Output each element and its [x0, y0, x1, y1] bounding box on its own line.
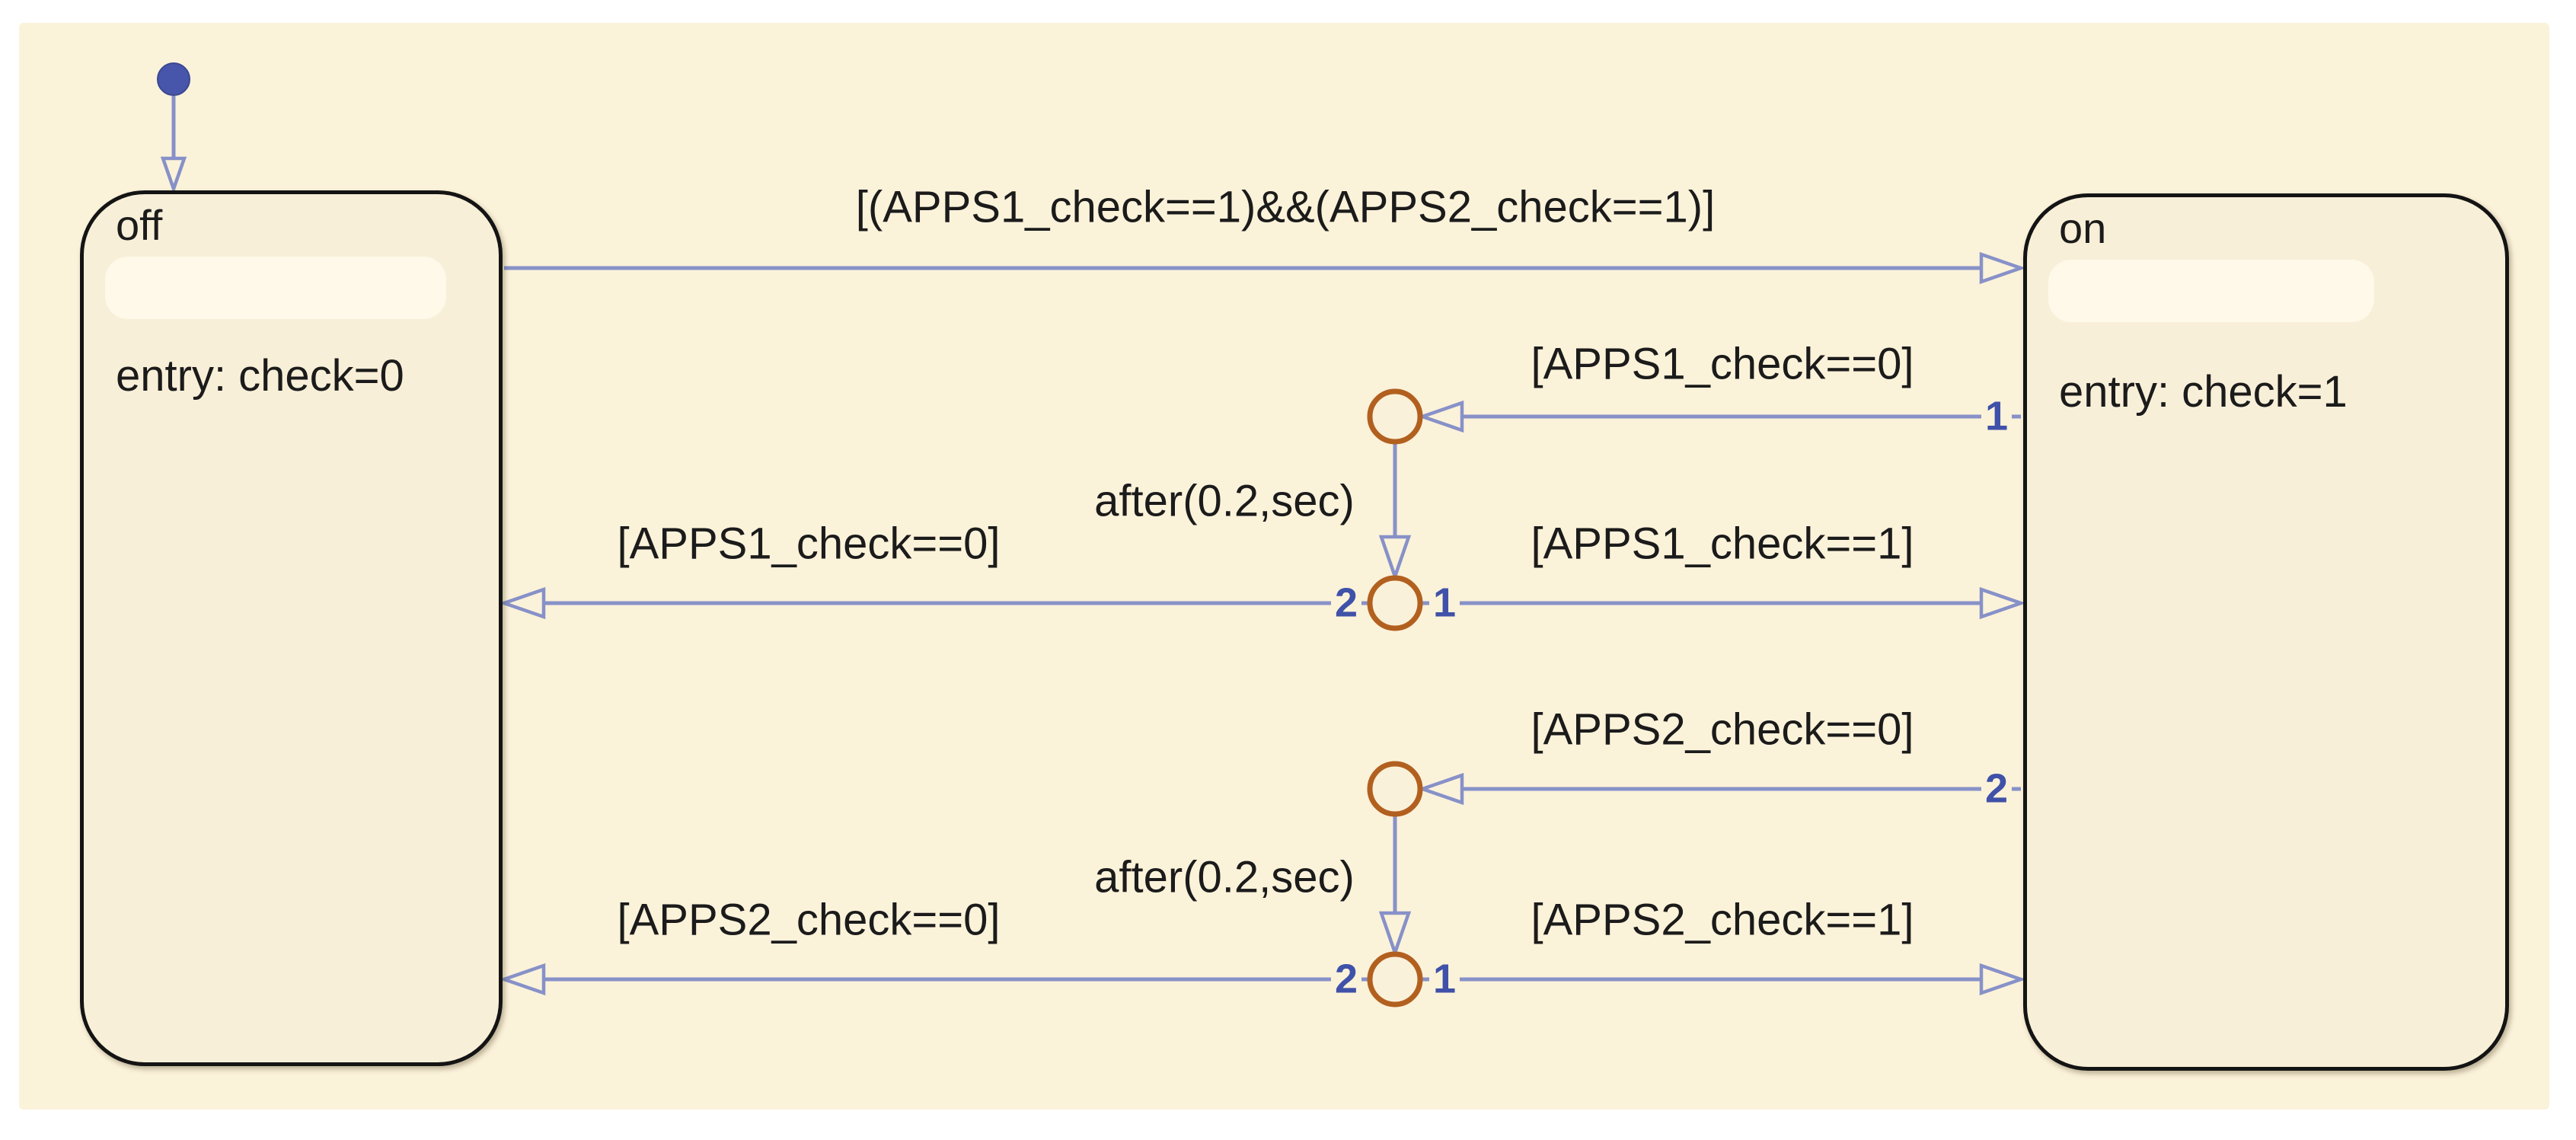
state-on[interactable]: on entry: check=1: [2023, 193, 2509, 1071]
label-junction-a2-to-off[interactable]: [APPS1_check==0]: [617, 519, 1001, 569]
label-junction-a2-to-on[interactable]: [APPS1_check==1]: [1531, 519, 1914, 569]
label-junction-b2-to-off[interactable]: [APPS2_check==0]: [617, 895, 1001, 945]
junction-a1[interactable]: [1367, 388, 1423, 445]
arrowhead-into-on-top: [1979, 251, 2026, 285]
label-junction-b2-to-on[interactable]: [APPS2_check==1]: [1531, 895, 1914, 945]
arrowhead-into-off-bottom: [499, 963, 546, 996]
arrowhead-into-off-middle: [499, 586, 546, 620]
arrowhead-into-on-bottom: [1979, 963, 2026, 996]
label-on-to-junction-a1[interactable]: [APPS1_check==0]: [1531, 339, 1914, 389]
priority-junction-a2-to-off[interactable]: 2: [1330, 581, 1362, 625]
state-off-entry-action[interactable]: entry: check=0: [116, 351, 404, 401]
arrowhead-into-on-middle: [1979, 586, 2026, 620]
label-after-a[interactable]: after(0.2,sec): [1094, 476, 1355, 526]
priority-junction-b2-to-off[interactable]: 2: [1330, 957, 1362, 1001]
arrowhead-into-junction-b2: [1378, 911, 1412, 958]
state-off-title[interactable]: off: [116, 201, 163, 249]
junction-b2[interactable]: [1367, 951, 1423, 1007]
label-on-to-junction-b1[interactable]: [APPS2_check==0]: [1531, 704, 1914, 755]
arrowhead-into-junction-b1: [1417, 772, 1464, 806]
arrowhead-into-junction-a2: [1378, 535, 1412, 582]
arrowhead-into-junction-a1: [1417, 400, 1464, 433]
arrowhead-initial-down: [160, 156, 187, 194]
priority-junction-a2-to-on[interactable]: 1: [1428, 581, 1460, 625]
label-after-b[interactable]: after(0.2,sec): [1094, 852, 1355, 902]
state-off[interactable]: off entry: check=0: [80, 190, 503, 1066]
priority-junction-b2-to-on[interactable]: 1: [1428, 957, 1460, 1001]
state-on-highlight: [2048, 260, 2374, 322]
initial-state-dot[interactable]: [157, 62, 190, 96]
state-off-highlight: [105, 257, 446, 319]
junction-a2[interactable]: [1367, 575, 1423, 631]
state-on-title[interactable]: on: [2059, 204, 2107, 252]
label-off-to-on[interactable]: [(APPS1_check==1)&&(APPS2_check==1)]: [855, 182, 1716, 232]
state-on-entry-action[interactable]: entry: check=1: [2059, 367, 2348, 417]
priority-on-to-junction-a1[interactable]: 1: [1981, 394, 2013, 439]
junction-b1[interactable]: [1367, 761, 1423, 817]
priority-on-to-junction-b1[interactable]: 2: [1981, 767, 2013, 811]
